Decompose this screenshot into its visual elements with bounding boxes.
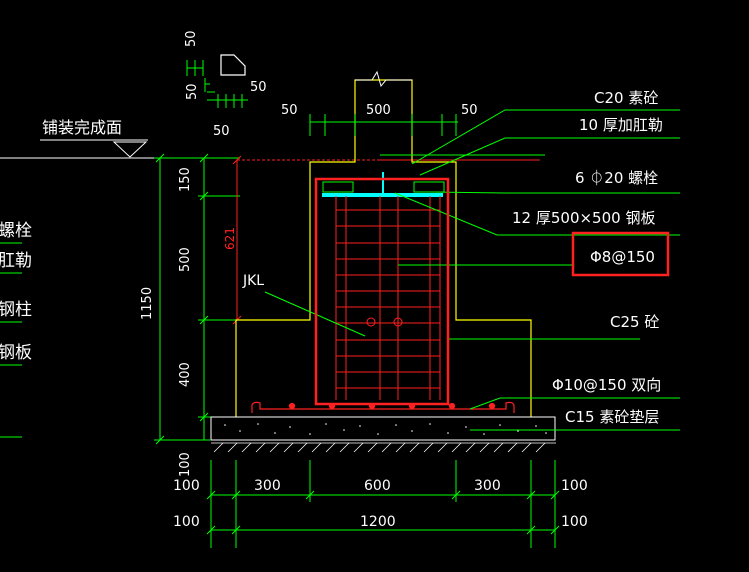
dim-bottom-r2-0: 100 [173,514,200,530]
column-dimension-lines [309,114,458,136]
highlight-box-rebar [314,177,450,406]
dim-bottom-r2-1: 1200 [360,514,396,530]
paving-surface-label: 铺装完成面 [42,118,122,137]
dim-50-vertical-left: 50 [185,83,200,100]
dim-bottom-r1-1: 300 [254,478,281,494]
left-clipped-labels: 螺栓 肛勒 钢柱 钢板 [0,221,32,438]
left-label-steel-column: 钢柱 [0,300,32,320]
dim-50-chamfer: 50 [250,80,267,95]
dim-621: 621 [223,227,237,250]
dim-621-line [232,155,540,325]
callout-plate: 12 厚500×500 钢板 [512,209,655,227]
base-plate [322,172,445,197]
callout-c15: C15 素砼垫层 [565,408,659,426]
highlight-box-stirrup [571,231,670,277]
callout-stirrup: Φ8@150 [590,248,655,266]
left-label-steel-plate: 钢板 [0,343,32,363]
weld-detail-top-left [186,60,248,108]
dim-400: 400 [178,362,193,387]
dim-bottom-r1-4: 100 [561,478,588,494]
rebar-cage [335,196,441,400]
dim-bottom-r1-0: 100 [173,478,200,494]
dim-50-left-of-column: 50 [281,103,298,118]
soil-hatch [211,442,556,453]
dim-bottom-r1-2: 600 [364,478,391,494]
chamfer-icon [220,54,246,76]
dim-bottom-r2-2: 100 [561,514,588,530]
vertical-dimension-lines [154,153,240,445]
elevation-marker [0,139,160,159]
callout-c20: C20 素砼 [594,89,658,107]
dim-50-right-of-column: 50 [461,103,478,118]
dim-500-column: 500 [366,103,391,118]
callout-bolts: 6 ⏀20 螺栓 [575,169,658,187]
dim-1150: 1150 [140,287,155,320]
left-label-bolt: 螺栓 [0,221,32,241]
foundation-outline [235,79,532,417]
concrete-hatch [224,423,547,435]
dim-150: 150 [178,167,193,192]
dim-bottom-r1-3: 300 [474,478,501,494]
leader-lines [264,109,680,431]
dim-50-vertical-top: 50 [184,30,199,47]
dim-500: 500 [178,247,193,272]
column-break-mark [355,70,412,88]
bottom-dimension-lines [206,460,560,548]
bottom-rebar [251,401,515,413]
callout-c25: C25 砼 [610,313,659,331]
jkl-label: JKL [242,273,264,289]
left-label-stiffener: 肛勒 [0,251,32,271]
callout-bottom-rebar: Φ10@150 双向 [552,376,661,394]
callout-stiffener: 10 厚加肛勒 [579,116,663,134]
dim-50-horizontal: 50 [213,124,230,139]
dim-100-vertical: 100 [178,452,193,477]
blinding-layer [210,416,556,441]
